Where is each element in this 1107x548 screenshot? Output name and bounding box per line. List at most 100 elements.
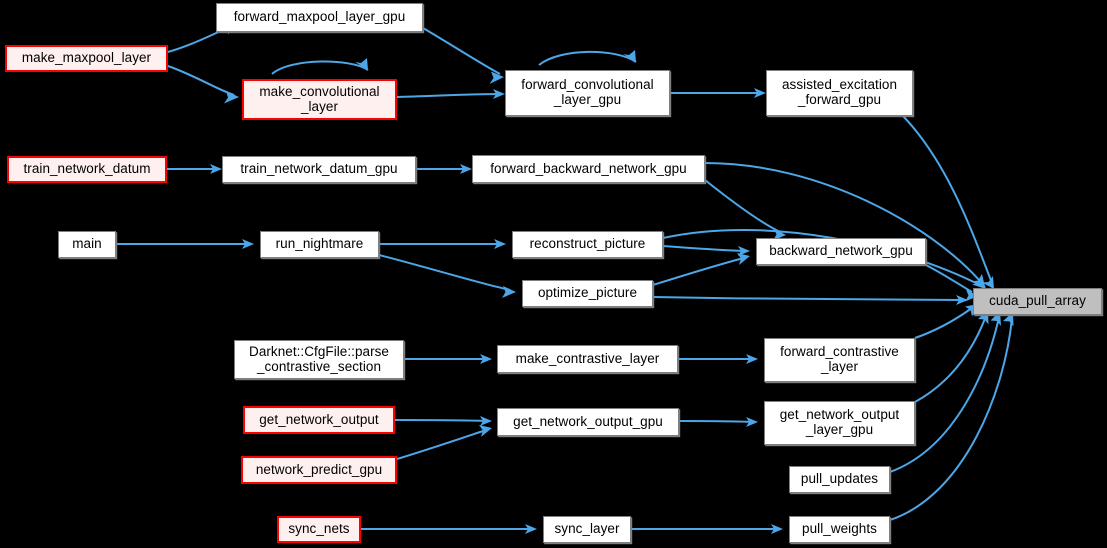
edge-train_network_datum_gpu-to-forward_backward_network_gpu [415, 164, 472, 174]
graph-node-label: make_maxpool_layer [21, 50, 152, 66]
graph-node-forward_convolutional_layer_gpu[interactable]: forward_convolutional _layer_gpu [505, 70, 670, 116]
edge-forward_maxpool_layer_gpu-to-forward_convolutional_layer_gpu [422, 27, 504, 84]
edge-line [378, 254, 511, 291]
arrowhead-icon [355, 58, 368, 70]
graph-node-get_network_output_gpu[interactable]: get_network_output_gpu [497, 408, 679, 436]
graph-node-label: train_network_datum [23, 161, 151, 177]
edge-line [889, 316, 1000, 473]
edge-line [678, 420, 753, 423]
edge-get_network_output_layer_gpu-to-cuda_pull_array [914, 310, 989, 403]
edge-line [396, 93, 501, 98]
edge-line [271, 60, 369, 75]
edge-optimize_picture-to-backward_network_gpu [652, 253, 750, 286]
graph-node-make_maxpool_layer[interactable]: make_maxpool_layer [5, 45, 168, 72]
graph-node-label: forward_contrastive _layer [780, 344, 899, 374]
graph-node-label: pull_updates [800, 471, 879, 487]
graph-node-run_nightmare[interactable]: run_nightmare [260, 231, 379, 258]
edge-main-to-run_nightmare [116, 239, 254, 249]
edge-line [538, 50, 637, 66]
arrowhead-icon [982, 276, 994, 289]
graph-node-label: main [72, 236, 102, 252]
edge-optimize_picture-to-cuda_pull_array [652, 295, 968, 305]
graph-node-forward_contrastive_layer[interactable]: forward_contrastive _layer [764, 338, 915, 382]
graph-node-optimize_picture[interactable]: optimize_picture [522, 280, 653, 307]
edge-cfgfile_parse_contrastive_section-to-make_contrastive_layer [404, 354, 492, 364]
graph-node-cuda_pull_array[interactable]: cuda_pull_array [973, 288, 1102, 315]
graph-node-get_network_output_layer_gpu[interactable]: get_network_output _layer_gpu [764, 401, 915, 445]
graph-node-label: assisted_excitation _forward_gpu [781, 77, 897, 107]
graph-node-sync_layer[interactable]: sync_layer [543, 516, 631, 543]
graph-node-train_network_datum_gpu[interactable]: train_network_datum_gpu [222, 156, 416, 183]
arrowhead-icon [746, 354, 758, 364]
edge-forward_contrastive_layer-to-cuda_pull_array [914, 304, 978, 339]
edge-line [394, 419, 487, 422]
arrowhead-icon [1003, 312, 1014, 327]
edge-forward_convolutional_layer_gpu-to-assisted_excitation_forward_gpu [670, 88, 766, 98]
arrowhead-icon [494, 239, 506, 249]
edge-line [889, 317, 1013, 521]
graph-node-label: Darknet::CfgFile::parse _contrastive_sec… [249, 343, 389, 374]
arrowhead-icon [224, 91, 239, 104]
arrowhead-icon [480, 354, 492, 364]
graph-node-label: reconstruct_picture [529, 236, 646, 252]
edge-line [902, 115, 993, 284]
graph-node-label: make_convolutional _layer [259, 83, 380, 114]
graph-node-pull_weights[interactable]: pull_weights [789, 516, 890, 543]
arrowhead-icon [754, 88, 766, 98]
arrowhead-icon [623, 50, 636, 62]
edge-backward_network_gpu-to-cuda_pull_array [925, 264, 978, 302]
edge-line [652, 296, 963, 301]
graph-node-make_contrastive_layer[interactable]: make_contrastive_layer [497, 345, 678, 373]
graph-node-main[interactable]: main [58, 231, 116, 258]
arrowhead-icon [460, 164, 472, 174]
edge-sync_nets-to-sync_layer [361, 524, 537, 534]
arrowhead-icon [972, 276, 986, 289]
graph-node-label: backward_network_gpu [769, 243, 913, 259]
graph-node-label: forward_backward_network_gpu [490, 160, 687, 176]
edge-pull_weights-to-cuda_pull_array [889, 312, 1014, 521]
graph-node-forward_maxpool_layer_gpu[interactable]: forward_maxpool_layer_gpu [216, 3, 423, 32]
edge-line [422, 27, 501, 75]
arrowhead-icon [480, 416, 492, 426]
edge-train_network_datum-to-train_network_datum_gpu [166, 164, 222, 174]
graph-node-label: get_network_output [259, 411, 379, 427]
graph-node-forward_backward_network_gpu[interactable]: forward_backward_network_gpu [472, 155, 705, 183]
arrowhead-icon [956, 295, 968, 305]
graph-node-label: run_nightmare [275, 236, 364, 252]
edge-line [914, 307, 973, 339]
edge-line [704, 162, 981, 282]
graph-node-label: train_network_datum_gpu [240, 161, 398, 177]
edge-make_maxpool_layer-to-make_convolutional_layer [167, 65, 239, 104]
graph-node-label: network_predict_gpu [255, 461, 383, 477]
graph-node-label: get_network_output_gpu [513, 413, 663, 429]
arrowhead-icon [242, 239, 254, 249]
edge-reconstruct_picture-to-cuda_pull_array [662, 229, 986, 289]
arrowhead-icon [737, 253, 750, 265]
graph-node-pull_updates[interactable]: pull_updates [789, 466, 890, 493]
arrowhead-icon [738, 246, 750, 256]
edge-get_network_output_gpu-to-get_network_output_layer_gpu [678, 417, 758, 427]
graph-node-reconstruct_picture[interactable]: reconstruct_picture [512, 231, 663, 258]
graph-node-label: pull_weights [802, 521, 877, 537]
edge-line [925, 264, 973, 293]
edge-line [652, 257, 745, 286]
graph-node-backward_network_gpu[interactable]: backward_network_gpu [756, 238, 926, 265]
graph-node-cfgfile_parse_contrastive_section[interactable]: Darknet::CfgFile::parse _contrastive_sec… [234, 340, 404, 379]
edge-assisted_excitation_forward_gpu-to-cuda_pull_array [902, 115, 994, 289]
arrowhead-icon [493, 89, 505, 99]
graph-node-train_network_datum[interactable]: train_network_datum [7, 156, 167, 183]
graph-node-make_convolutional_layer[interactable]: make_convolutional _layer [242, 79, 397, 120]
graph-node-get_network_output[interactable]: get_network_output [243, 406, 395, 434]
arrowhead-icon [502, 286, 516, 298]
graph-node-label: forward_convolutional _layer_gpu [521, 77, 654, 107]
edge-line [662, 229, 981, 286]
edge-network_predict_gpu-to-get_network_output_gpu [396, 425, 492, 460]
graph-node-label: cuda_pull_array [989, 293, 1086, 309]
edge-make_contrastive_layer-to-forward_contrastive_layer [678, 354, 758, 364]
graph-node-sync_nets[interactable]: sync_nets [277, 516, 361, 543]
graph-node-network_predict_gpu[interactable]: network_predict_gpu [241, 456, 397, 484]
graph-node-assisted_excitation_forward_gpu[interactable]: assisted_excitation _forward_gpu [766, 70, 913, 116]
edge-line [662, 245, 745, 252]
